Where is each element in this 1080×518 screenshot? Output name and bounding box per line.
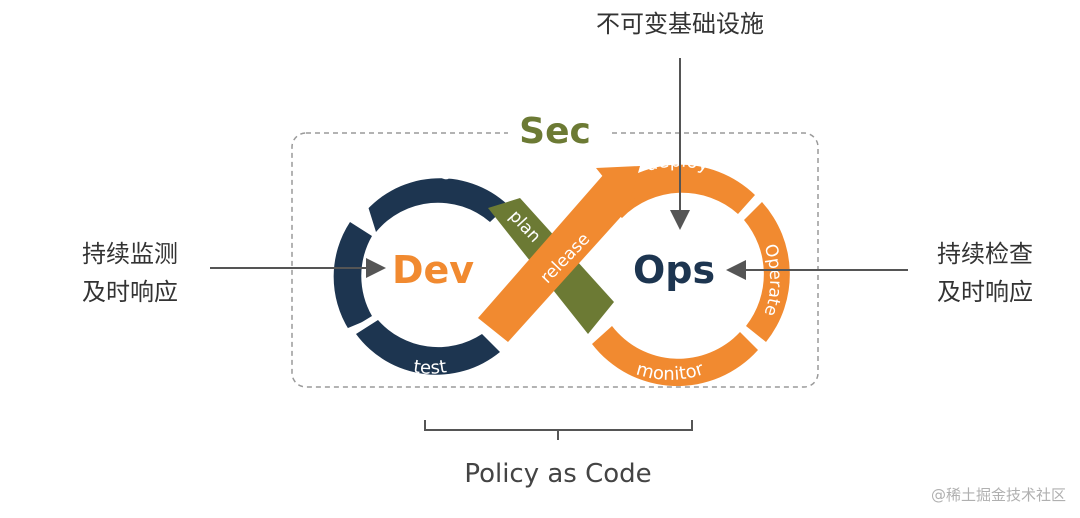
right-annotation-line-1: 持续检查 xyxy=(937,240,1033,268)
left-annotation-line-2: 及时响应 xyxy=(82,278,178,306)
top-annotation: 不可变基础设施 xyxy=(596,10,764,38)
segment-test xyxy=(356,320,500,375)
left-annotation-line-1: 持续监测 xyxy=(82,240,178,268)
ops-label: Ops xyxy=(633,248,715,292)
segment-deploy xyxy=(600,164,755,218)
sec-title-mask xyxy=(508,112,608,154)
stage-code: code xyxy=(404,161,453,184)
dev-loop xyxy=(333,178,508,375)
dev-notch-2 xyxy=(346,318,372,340)
right-annotation-line-2: 及时响应 xyxy=(937,278,1033,306)
segment-code xyxy=(360,178,508,232)
band-release xyxy=(478,174,636,342)
sec-title: Sec xyxy=(519,111,591,152)
sec-frame xyxy=(291,132,819,388)
ops-loop xyxy=(592,164,790,387)
dev-notch-1 xyxy=(352,200,376,232)
bottom-bracket xyxy=(424,420,693,431)
release-arrowhead xyxy=(596,166,640,208)
segment-build xyxy=(333,222,372,330)
stage-test: test xyxy=(412,356,448,379)
bottom-annotation: Policy as Code xyxy=(464,459,651,489)
segment-operate xyxy=(744,202,790,342)
segment-monitor xyxy=(592,326,758,387)
dev-label: Dev xyxy=(392,248,474,292)
watermark: @稀土掘金技术社区 xyxy=(931,486,1066,504)
